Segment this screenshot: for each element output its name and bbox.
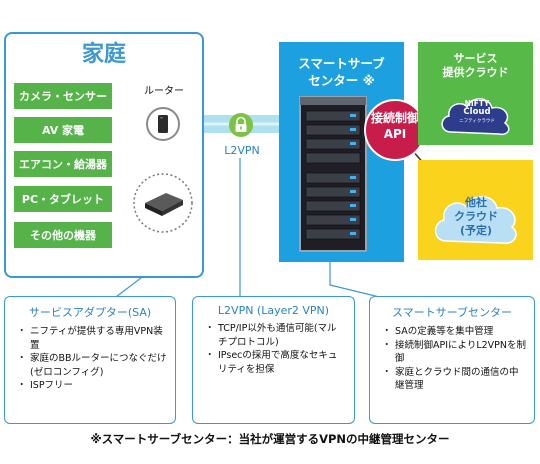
sa-box-item: 家庭のBBルーターにつなぐだけ(ゼロコンフィグ) [17, 352, 167, 379]
service-cloud-title: サービス 提供クラウド [418, 52, 533, 80]
sa-box-item: ISPフリー [17, 379, 167, 393]
router-icon [146, 107, 180, 141]
device-av-appliance: AV 家電 [14, 117, 112, 143]
center-box-list: SAの定義等を集中管理 接続制御APIによりL2VPNを制御 家庭とクラウド間の… [382, 325, 526, 393]
server-rack-icon [299, 96, 367, 252]
sa-description-box: サービスアダプター(SA) ニフティが提供する専用VPN装置 家庭のBBルーター… [4, 296, 176, 424]
device-camera-sensor: カメラ・センサー [14, 83, 112, 109]
other-cloud-line1: 他社 [465, 196, 487, 209]
nifty-logo-line3: ニフティクラウド [459, 119, 495, 124]
sa-box-title: サービスアダプター(SA) [28, 306, 152, 319]
nifty-logo-line1: NIFTY [464, 99, 490, 108]
service-cloud-title-line2: 提供クラウド [442, 66, 509, 79]
other-cloud-icon [434, 195, 517, 244]
l2vpn-label: L2VPN [224, 144, 260, 157]
l2vpn-box-list: TCP/IP以外も通信可能(マルチプロトコル) IPsecの採用で高度なセキュリ… [205, 322, 346, 376]
nifty-cloud-logo: NIFTY Cloud ニフティクラウド [447, 99, 507, 126]
other-cloud-line3: (予定) [459, 224, 493, 237]
smart-serve-center-title: スマートサーブ センター ※ [279, 55, 404, 89]
api-label: 接続制御 API [363, 110, 427, 142]
center-title-line2: センター ※ [308, 73, 375, 88]
lock-icon [229, 113, 253, 137]
service-adapter-icon [133, 173, 193, 233]
center-box-item: 接続制御APIによりL2VPNを制御 [382, 339, 526, 366]
l2vpn-box-item: TCP/IP以外も通信可能(マルチプロトコル) [205, 322, 346, 349]
sa-box-item: ニフティが提供する専用VPN装置 [17, 325, 167, 352]
other-cloud-line2: クラウド [454, 210, 498, 223]
l2vpn-box-item: IPsecの採用で高度なセキュリティを担保 [205, 349, 346, 376]
center-box-title: スマートサーブセンター [391, 306, 512, 319]
center-title-line1: スマートサーブ [298, 56, 385, 71]
device-other: その他の機器 [14, 222, 112, 248]
home-title: 家庭 [81, 42, 126, 67]
center-box-item: SAの定義等を集中管理 [382, 325, 526, 339]
router-label: ルーター [144, 86, 184, 97]
nifty-logo-line2: Cloud [463, 107, 491, 117]
other-cloud-label: 他社 クラウド (予定) [442, 196, 510, 238]
api-label-line2: API [383, 127, 407, 141]
center-box-item: 家庭とクラウド間の通信の中継管理 [382, 366, 526, 393]
device-aircon-waterheater: エアコン・給湯器 [14, 151, 112, 177]
center-description-box: スマートサーブセンター SAの定義等を集中管理 接続制御APIによりL2VPNを… [369, 296, 535, 424]
nifty-cloud-icon [441, 98, 510, 136]
api-label-line1: 接続制御 [370, 111, 419, 125]
service-cloud-title-line1: サービス [453, 52, 498, 65]
l2vpn-description-box: L2VPN (Layer2 VPN) TCP/IP以外も通信可能(マルチプロトコ… [192, 296, 355, 424]
l2vpn-box-title: L2VPN (Layer2 VPN) [217, 304, 330, 317]
device-pc-tablet: PC・タブレット [14, 186, 112, 212]
footnote: ※スマートサーブセンター：当社が運営するVPNの中継管理センター [90, 432, 450, 446]
sa-box-list: ニフティが提供する専用VPN装置 家庭のBBルーターにつなぐだけ(ゼロコンフィグ… [17, 325, 167, 393]
